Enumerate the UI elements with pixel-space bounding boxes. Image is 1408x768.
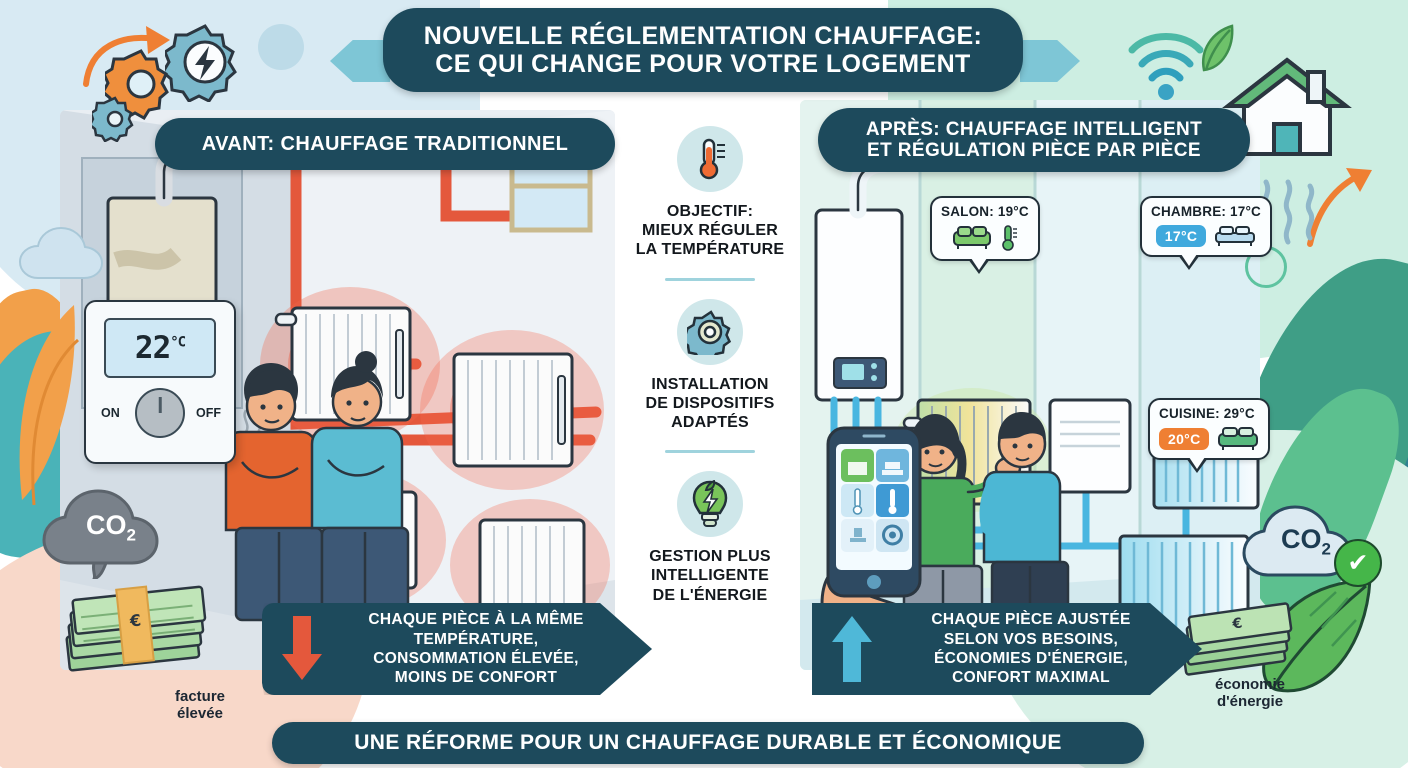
gear-icon bbox=[92, 96, 134, 142]
leaf-icon bbox=[1262, 578, 1372, 693]
label-facture-elevee: facture élevée bbox=[174, 688, 226, 723]
sofa-icon bbox=[952, 226, 991, 249]
cloud-shape bbox=[42, 489, 159, 579]
co2-cloud-high: CO2 bbox=[36, 487, 186, 579]
bubble-cuisine: CUISINE: 29°C 20°C bbox=[1148, 398, 1271, 473]
section-header-after: APRÈS: CHAUFFAGE INTELLIGENT ET RÉGULATI… bbox=[818, 108, 1250, 172]
sofa-icon bbox=[1218, 427, 1259, 450]
bubble-salon: SALON: 19°C bbox=[930, 196, 1040, 274]
thermostat-widget[interactable]: 22°C ON OFF bbox=[84, 300, 236, 464]
gear-icon bbox=[677, 298, 743, 365]
divider bbox=[665, 450, 755, 454]
radiator-hot-4 bbox=[450, 499, 610, 631]
thermostat-on-label: ON bbox=[101, 406, 120, 420]
cuisine-temp-badge: 20°C bbox=[1159, 427, 1210, 450]
arrow-up-icon bbox=[830, 616, 874, 682]
arrow-curved-icon bbox=[1307, 168, 1372, 247]
thermostat-value: 22°C bbox=[134, 330, 186, 366]
chambre-temp-badge: 17°C bbox=[1155, 225, 1207, 247]
leaf-icon bbox=[1201, 24, 1234, 72]
wifi-icon bbox=[1128, 33, 1204, 100]
app-tiles bbox=[841, 449, 909, 552]
footer-banner: UNE RÉFORME POUR UN CHAUFFAGE DURABLE ET… bbox=[272, 722, 1144, 764]
label-economie-energie: économie d'énergie bbox=[1214, 676, 1286, 711]
leaf-decor-left bbox=[19, 305, 79, 506]
check-icon: ✔ bbox=[1334, 539, 1382, 587]
thermometer-icon bbox=[1002, 225, 1017, 251]
cloud-icon bbox=[18, 226, 104, 279]
radiator-hot-1 bbox=[260, 287, 440, 443]
bubble-chambre: CHAMBRE: 17°C 17°C bbox=[1140, 196, 1273, 270]
gear-icon bbox=[165, 24, 237, 102]
co2-cloud-low: CO2 ✔ bbox=[1236, 503, 1382, 589]
gear-icon bbox=[105, 49, 169, 120]
section-header-before: AVANT: CHAUFFAGE TRADITIONNEL bbox=[155, 118, 615, 170]
center-step-gestion: GESTION PLUS INTELLIGENTE DE L'ÉNERGIE bbox=[615, 471, 805, 605]
radiator-hot-2 bbox=[420, 330, 604, 490]
thermometer-icon bbox=[677, 126, 743, 192]
svg-text:€: € bbox=[128, 610, 142, 630]
callout-before: CHAQUE PIÈCE À LA MÊME TEMPÉRATURE, CONS… bbox=[262, 603, 652, 695]
person-right bbox=[310, 351, 410, 622]
co2-label: CO2 bbox=[1281, 524, 1331, 559]
title-line-1: NOUVELLE RÉGLEMENTATION CHAUFFAGE: bbox=[423, 22, 983, 50]
center-steps-column: OBJECTIF: MIEUX RÉGULER LA TEMPÉRATURE I… bbox=[615, 126, 805, 609]
svg-text:€: € bbox=[1231, 615, 1244, 632]
thermostat-off-label: OFF bbox=[196, 406, 221, 420]
thermostat-display: 22°C bbox=[104, 318, 216, 378]
thermostat-dial[interactable] bbox=[135, 388, 185, 438]
arrow-down-icon bbox=[280, 616, 324, 682]
house-icon bbox=[1222, 57, 1352, 156]
page-title: NOUVELLE RÉGLEMENTATION CHAUFFAGE: CE QU… bbox=[383, 8, 1023, 92]
title-line-2: CE QUI CHANGE POUR VOTRE LOGEMENT bbox=[435, 50, 971, 78]
money-stack-high-bill: € bbox=[65, 585, 207, 672]
bed-icon bbox=[1215, 226, 1256, 246]
convector-panel bbox=[1048, 398, 1132, 494]
center-step-installation: INSTALLATION DE DISPOSITIFS ADAPTÉS bbox=[615, 298, 805, 433]
lightbulb-leaf-icon bbox=[677, 471, 743, 538]
callout-after: CHAQUE PIÈCE AJUSTÉE SELON VOS BESOINS, … bbox=[812, 603, 1202, 695]
divider bbox=[665, 277, 755, 281]
arrow-curved-icon bbox=[83, 26, 170, 87]
money-stack-savings: € bbox=[1181, 602, 1293, 676]
co2-label: CO2 bbox=[86, 510, 136, 545]
center-step-objectif: OBJECTIF: MIEUX RÉGULER LA TEMPÉRATURE bbox=[615, 126, 805, 260]
decor-dot bbox=[258, 24, 304, 70]
